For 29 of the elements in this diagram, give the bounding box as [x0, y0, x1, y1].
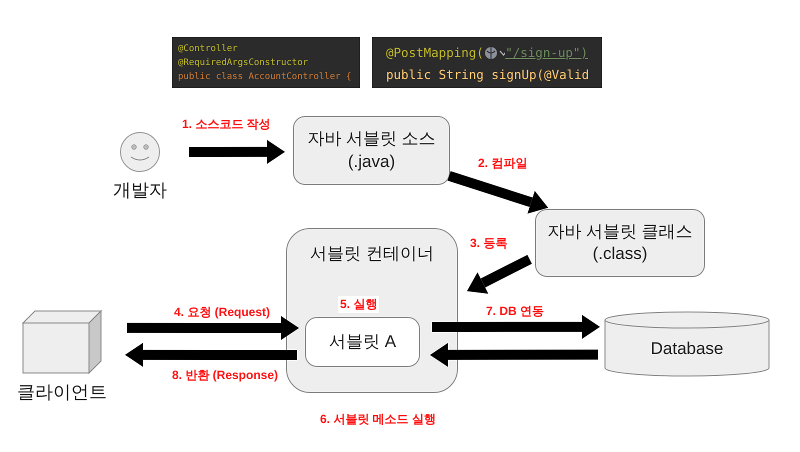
code-line: @RequiredArgsConstructor: [178, 58, 308, 68]
edge-label: 2. 컴파일: [476, 155, 530, 172]
code-line: "/sign-up"): [505, 45, 588, 60]
edge-label: 4. 요청 (Request): [172, 304, 272, 321]
edge-label: 3. 등록: [468, 235, 510, 252]
node-label: Database: [650, 339, 724, 359]
process-box: [293, 116, 450, 185]
arrow: [432, 314, 600, 339]
edge-label: 7. DB 연동: [484, 303, 546, 320]
client-label: 클라이언트: [17, 381, 107, 404]
node-label: 자바 서블릿 소스 (.java): [307, 129, 436, 170]
edge-label: 8. 반환 (Response): [170, 367, 280, 384]
process-box: [305, 317, 420, 367]
arrow: [125, 342, 297, 367]
process-box: [535, 209, 705, 277]
node-label: 서블릿 A: [328, 332, 396, 351]
code-line: public String signUp(@Valid: [386, 67, 590, 82]
node-label: 자바 서블릿 클래스 (.class): [547, 222, 693, 263]
step-label: 5. 실행: [338, 296, 380, 313]
arrow: [466, 254, 532, 294]
node-label: 서블릿 컨테이너: [310, 243, 434, 265]
arrow: [189, 140, 285, 164]
code-line: @PostMapping(: [386, 45, 484, 60]
arrow: [448, 171, 548, 214]
arrow: [430, 342, 598, 367]
code-line: public class AccountController {: [178, 72, 352, 82]
container-box: [286, 228, 458, 393]
code-line: @Controller: [178, 44, 238, 54]
actor-label: 개발자: [113, 179, 167, 202]
